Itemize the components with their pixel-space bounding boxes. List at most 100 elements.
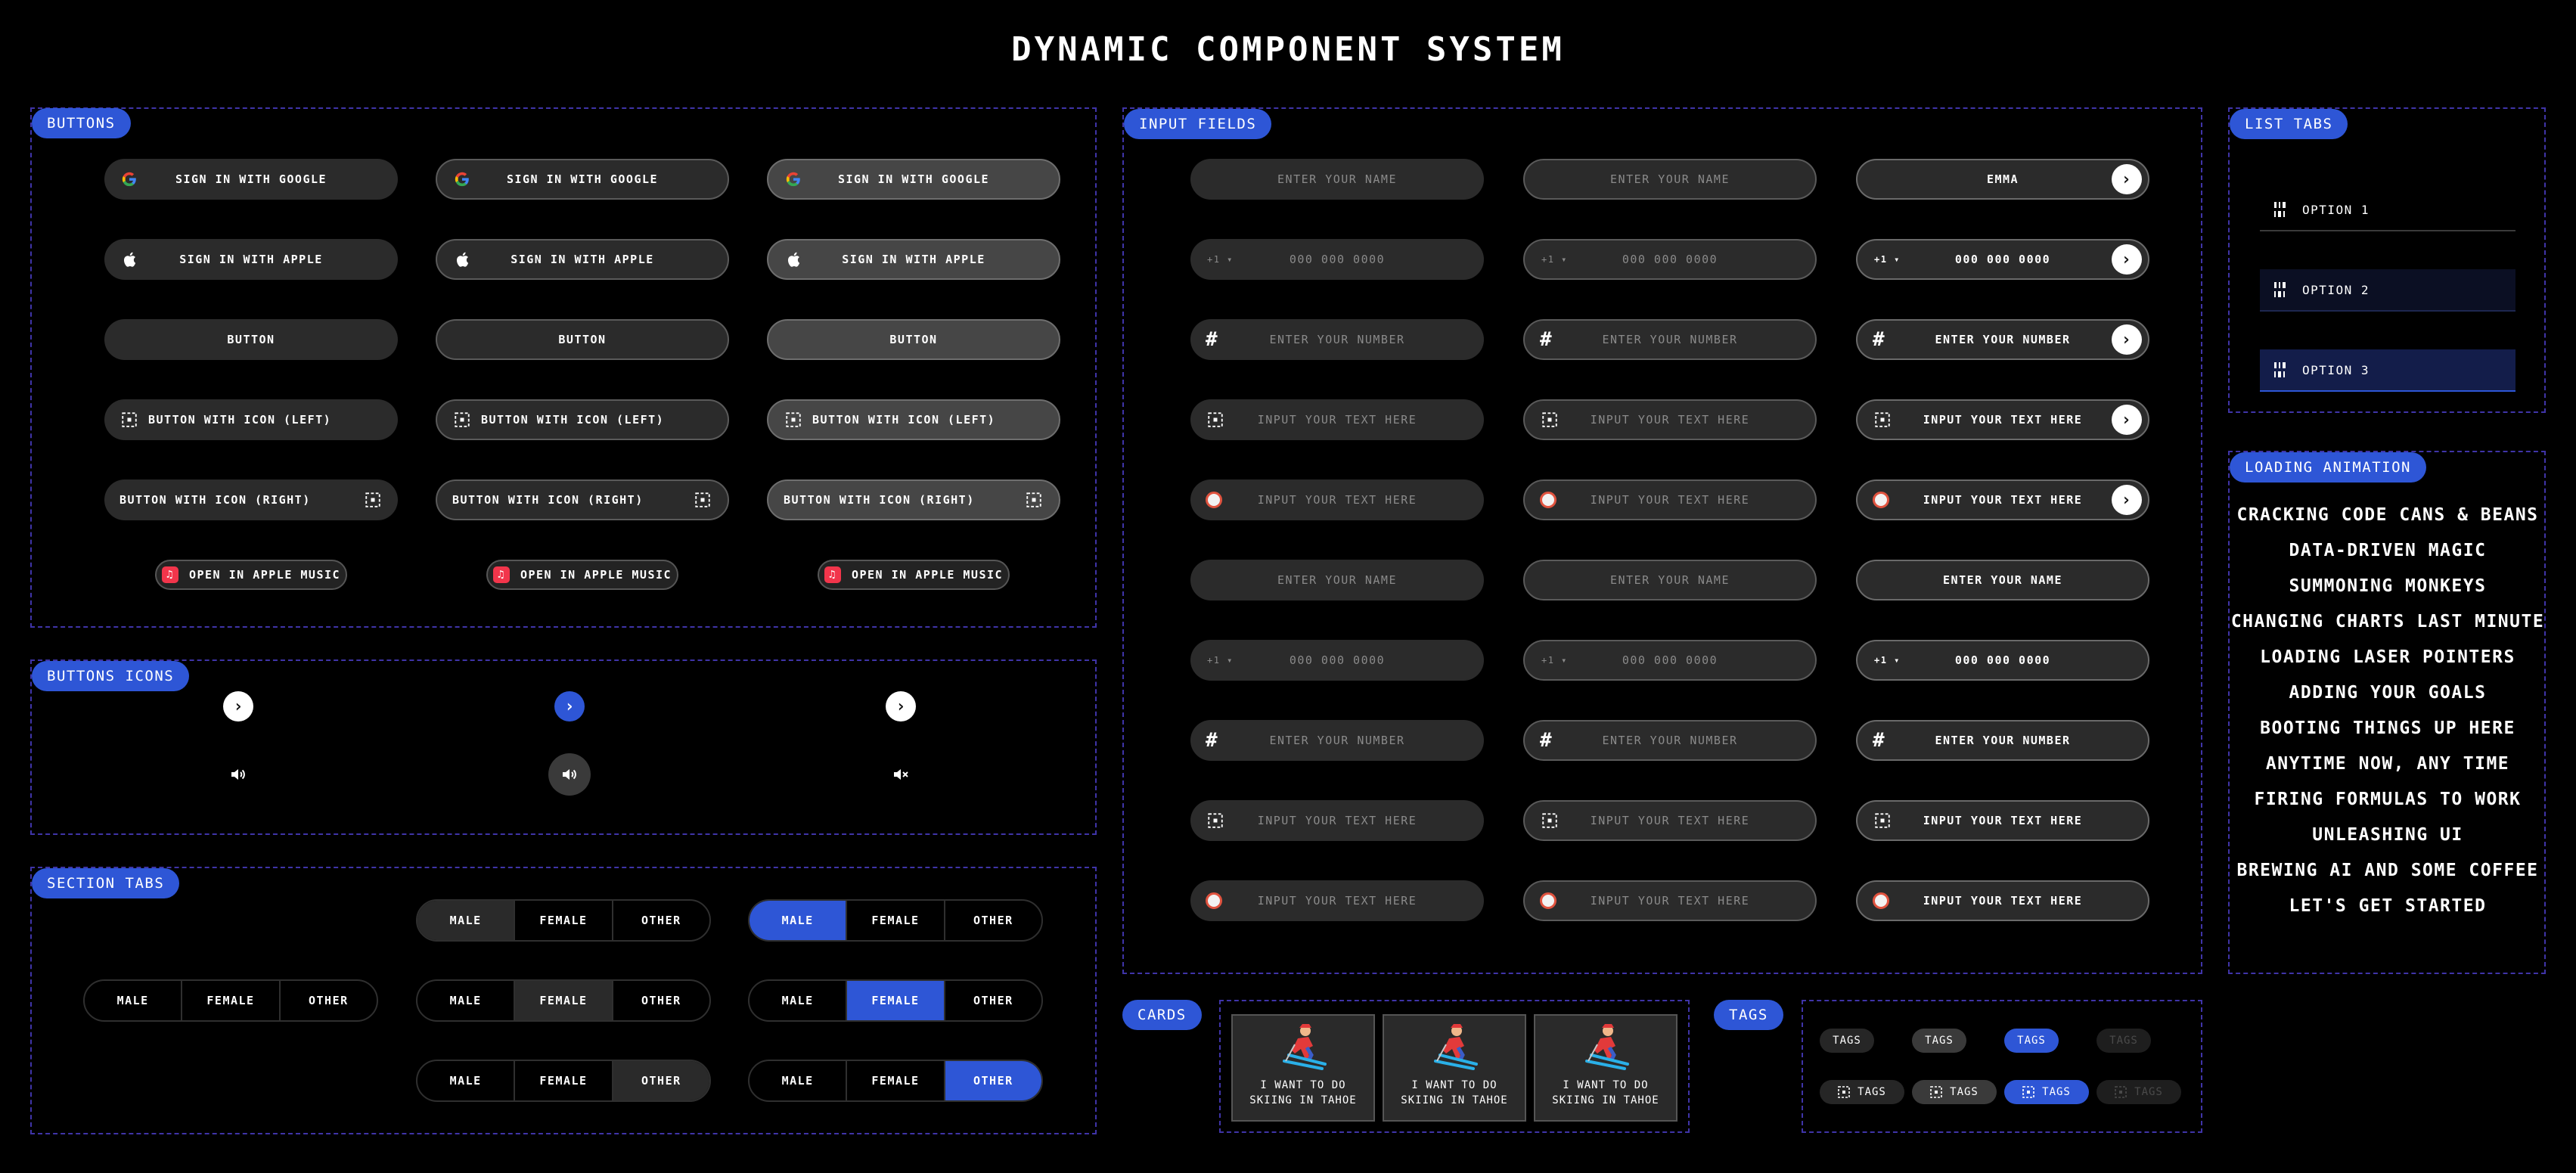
- section-tab-male[interactable]: MALE: [417, 981, 516, 1020]
- country-code-select[interactable]: +1 ▾: [1874, 254, 1901, 265]
- phone-input[interactable]: +1 ▾000 000 0000: [1190, 239, 1484, 280]
- number-input[interactable]: #ENTER YOUR NUMBER: [1856, 720, 2149, 761]
- name-input[interactable]: ENTER YOUR NAME: [1190, 560, 1484, 600]
- section-tab-other[interactable]: OTHER: [641, 994, 681, 1007]
- section-tab-female[interactable]: FEMALE: [515, 901, 613, 940]
- list-tab-option-3[interactable]: OPTION 3: [2260, 349, 2515, 392]
- google-signin-button[interactable]: SIGN IN WITH GOOGLE: [767, 159, 1060, 200]
- tag[interactable]: TAGS: [1820, 1029, 1874, 1053]
- section-tab-female[interactable]: FEMALE: [847, 1061, 945, 1100]
- icon-left-button[interactable]: BUTTON WITH ICON (LEFT): [104, 399, 398, 440]
- country-code-select[interactable]: +1 ▾: [1207, 655, 1234, 666]
- tag-with-icon[interactable]: TAGS: [1912, 1080, 1997, 1104]
- section-tab-female[interactable]: FEMALE: [847, 981, 945, 1020]
- number-input[interactable]: #ENTER YOUR NUMBER: [1190, 720, 1484, 761]
- text-input[interactable]: INPUT YOUR TEXT HERE: [1523, 880, 1817, 921]
- country-code-select[interactable]: +1 ▾: [1207, 254, 1234, 265]
- section-tab-female[interactable]: FEMALE: [515, 1061, 613, 1100]
- text-input[interactable]: INPUT YOUR TEXT HERE›: [1856, 399, 2149, 440]
- text-input[interactable]: INPUT YOUR TEXT HERE›: [1856, 479, 2149, 520]
- number-input[interactable]: #ENTER YOUR NUMBER: [1523, 319, 1817, 360]
- apple-signin-button[interactable]: SIGN IN WITH APPLE: [436, 239, 729, 280]
- section-tab-other[interactable]: OTHER: [945, 1061, 1041, 1100]
- speaker-button[interactable]: [229, 765, 247, 784]
- section-tab-male[interactable]: MALE: [750, 1061, 848, 1100]
- tag-selected[interactable]: TAGS: [2004, 1029, 2059, 1053]
- text-input[interactable]: INPUT YOUR TEXT HERE: [1190, 880, 1484, 921]
- section-tab-other[interactable]: OTHER: [973, 994, 1013, 1007]
- button[interactable]: BUTTON: [436, 319, 729, 360]
- submit-arrow-button[interactable]: ›: [2112, 164, 2142, 194]
- speaker-button-active[interactable]: [548, 753, 591, 796]
- section-tab-female[interactable]: FEMALE: [182, 981, 281, 1020]
- phone-input[interactable]: +1 ▾000 000 0000: [1523, 239, 1817, 280]
- tag-with-icon-selected[interactable]: TAGS: [2004, 1080, 2089, 1104]
- section-tab-other[interactable]: OTHER: [613, 1061, 709, 1100]
- number-input[interactable]: #ENTER YOUR NUMBER›: [1856, 319, 2149, 360]
- section-tab-male[interactable]: MALE: [750, 981, 848, 1020]
- phone-input[interactable]: +1 ▾000 000 0000: [1190, 640, 1484, 681]
- tag[interactable]: TAGS: [1912, 1029, 1966, 1053]
- tag-with-icon[interactable]: TAGS: [1820, 1080, 1904, 1104]
- google-signin-button[interactable]: SIGN IN WITH GOOGLE: [436, 159, 729, 200]
- text-input[interactable]: INPUT YOUR TEXT HERE: [1190, 399, 1484, 440]
- list-tab-option-1[interactable]: OPTION 1: [2260, 189, 2515, 231]
- submit-arrow-button[interactable]: ›: [2112, 485, 2142, 515]
- button[interactable]: BUTTON: [767, 319, 1060, 360]
- phone-input[interactable]: +1 ▾000 000 0000›: [1856, 239, 2149, 280]
- section-tab-male[interactable]: MALE: [85, 981, 183, 1020]
- card[interactable]: I WANT TO DO SKIING IN TAHOE: [1383, 1014, 1526, 1122]
- list-tab-option-2[interactable]: OPTION 2: [2260, 269, 2515, 312]
- section-tab-male[interactable]: MALE: [417, 1061, 516, 1100]
- icon-right-button[interactable]: BUTTON WITH ICON (RIGHT): [767, 479, 1060, 520]
- mute-button[interactable]: [892, 765, 910, 784]
- phone-input[interactable]: +1 ▾000 000 0000: [1523, 640, 1817, 681]
- icon-left-button[interactable]: BUTTON WITH ICON (LEFT): [767, 399, 1060, 440]
- name-input[interactable]: ENTER YOUR NAME: [1523, 560, 1817, 600]
- card[interactable]: I WANT TO DO SKIING IN TAHOE: [1534, 1014, 1678, 1122]
- card[interactable]: I WANT TO DO SKIING IN TAHOE: [1231, 1014, 1375, 1122]
- name-input[interactable]: ENTER YOUR NAME: [1523, 159, 1817, 200]
- button[interactable]: BUTTON: [104, 319, 398, 360]
- arrow-button-active[interactable]: ›: [554, 691, 585, 721]
- input-text: INPUT YOUR TEXT HERE: [1257, 894, 1417, 908]
- apple-signin-button[interactable]: SIGN IN WITH APPLE: [767, 239, 1060, 280]
- submit-arrow-button[interactable]: ›: [2112, 244, 2142, 275]
- name-input[interactable]: ENTER YOUR NAME: [1856, 560, 2149, 600]
- apple-music-button[interactable]: ♫OPEN IN APPLE MUSIC: [155, 560, 347, 590]
- icon-right-button[interactable]: BUTTON WITH ICON (RIGHT): [104, 479, 398, 520]
- number-input[interactable]: #ENTER YOUR NUMBER: [1190, 319, 1484, 360]
- section-tab-other[interactable]: OTHER: [641, 914, 681, 927]
- text-input[interactable]: INPUT YOUR TEXT HERE: [1523, 800, 1817, 841]
- icon-left-button[interactable]: BUTTON WITH ICON (LEFT): [436, 399, 729, 440]
- submit-arrow-button[interactable]: ›: [2112, 324, 2142, 355]
- section-tab-other[interactable]: OTHER: [308, 994, 349, 1007]
- section-tab-female[interactable]: FEMALE: [515, 981, 613, 1020]
- section-tab-female[interactable]: FEMALE: [847, 901, 945, 940]
- country-code-select[interactable]: +1 ▾: [1874, 655, 1901, 666]
- apple-music-button[interactable]: ♫OPEN IN APPLE MUSIC: [818, 560, 1010, 590]
- text-input[interactable]: INPUT YOUR TEXT HERE: [1190, 479, 1484, 520]
- apple-music-button[interactable]: ♫OPEN IN APPLE MUSIC: [486, 560, 678, 590]
- section-tab-other[interactable]: OTHER: [973, 914, 1013, 927]
- text-input[interactable]: INPUT YOUR TEXT HERE: [1190, 800, 1484, 841]
- hash-icon: #: [1873, 328, 1886, 351]
- phone-input[interactable]: +1 ▾000 000 0000: [1856, 640, 2149, 681]
- number-input[interactable]: #ENTER YOUR NUMBER: [1523, 720, 1817, 761]
- apple-signin-button[interactable]: SIGN IN WITH APPLE: [104, 239, 398, 280]
- country-code-select[interactable]: +1 ▾: [1541, 254, 1568, 265]
- text-input[interactable]: INPUT YOUR TEXT HERE: [1523, 399, 1817, 440]
- text-input[interactable]: INPUT YOUR TEXT HERE: [1523, 479, 1817, 520]
- arrow-button-outline[interactable]: ›: [886, 691, 916, 721]
- arrow-button[interactable]: ›: [223, 691, 253, 721]
- country-code-select[interactable]: +1 ▾: [1541, 655, 1568, 666]
- name-input[interactable]: EMMA›: [1856, 159, 2149, 200]
- icon-right-button[interactable]: BUTTON WITH ICON (RIGHT): [436, 479, 729, 520]
- text-input[interactable]: INPUT YOUR TEXT HERE: [1856, 880, 2149, 921]
- section-tab-male[interactable]: MALE: [750, 901, 848, 940]
- section-tab-male[interactable]: MALE: [417, 901, 516, 940]
- google-signin-button[interactable]: SIGN IN WITH GOOGLE: [104, 159, 398, 200]
- name-input[interactable]: ENTER YOUR NAME: [1190, 159, 1484, 200]
- text-input[interactable]: INPUT YOUR TEXT HERE: [1856, 800, 2149, 841]
- submit-arrow-button[interactable]: ›: [2112, 405, 2142, 435]
